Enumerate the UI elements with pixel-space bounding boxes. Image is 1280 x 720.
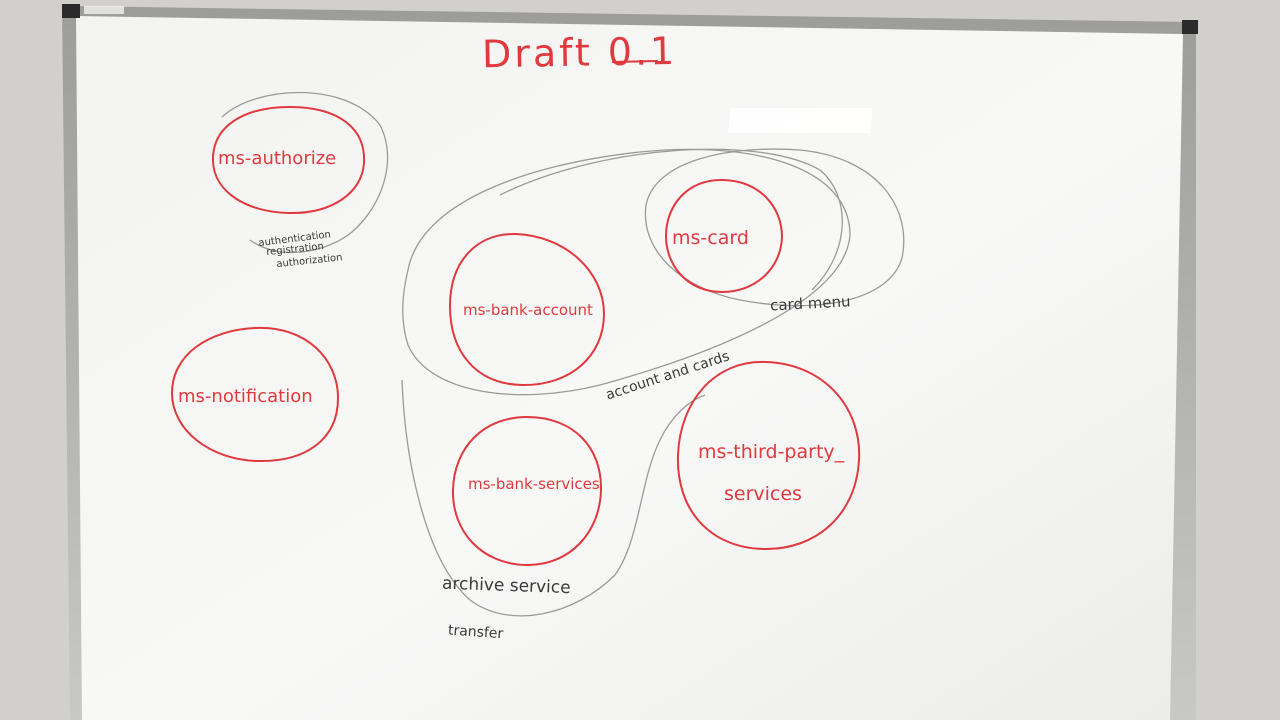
circle-ms-third-party [676, 360, 861, 551]
label-ms-bank-account: ms-bank-account [463, 301, 593, 319]
grouping-archive-transfer-loop [401, 379, 706, 617]
circle-ms-authorize [211, 105, 366, 215]
note-card-menu: card menu [770, 292, 851, 314]
grouping-outer-card-loop [499, 148, 843, 291]
board-surface [76, 16, 1183, 720]
circle-ms-bank-services [451, 415, 603, 567]
label-ms-third-party-line1: ms-third-party_ [698, 441, 845, 463]
note-archive-service: archive service [442, 574, 571, 598]
frame-corner-cap [62, 4, 80, 18]
grouping-account-cards-loop [402, 148, 851, 396]
circle-ms-card [664, 178, 784, 294]
circle-ms-bank-account [448, 232, 606, 387]
label-ms-bank-services: ms-bank-services [468, 475, 600, 493]
frame-corner-cap-right [1182, 20, 1198, 34]
note-transfer: transfer [447, 622, 504, 642]
light-reflection [728, 108, 873, 133]
label-ms-third-party-line2: services [724, 483, 802, 505]
board-title: Draft 0.1 [482, 29, 678, 76]
title-underline [611, 60, 659, 63]
circle-ms-notification [170, 326, 340, 463]
grouping-authorize-loop [221, 91, 389, 254]
label-ms-authorize: ms-authorize [218, 148, 336, 169]
grouping-card-menu-loop [644, 148, 905, 307]
label-ms-card: ms-card [672, 227, 749, 249]
frame-label-strip [84, 6, 124, 14]
label-ms-notification: ms-notification [178, 386, 313, 407]
